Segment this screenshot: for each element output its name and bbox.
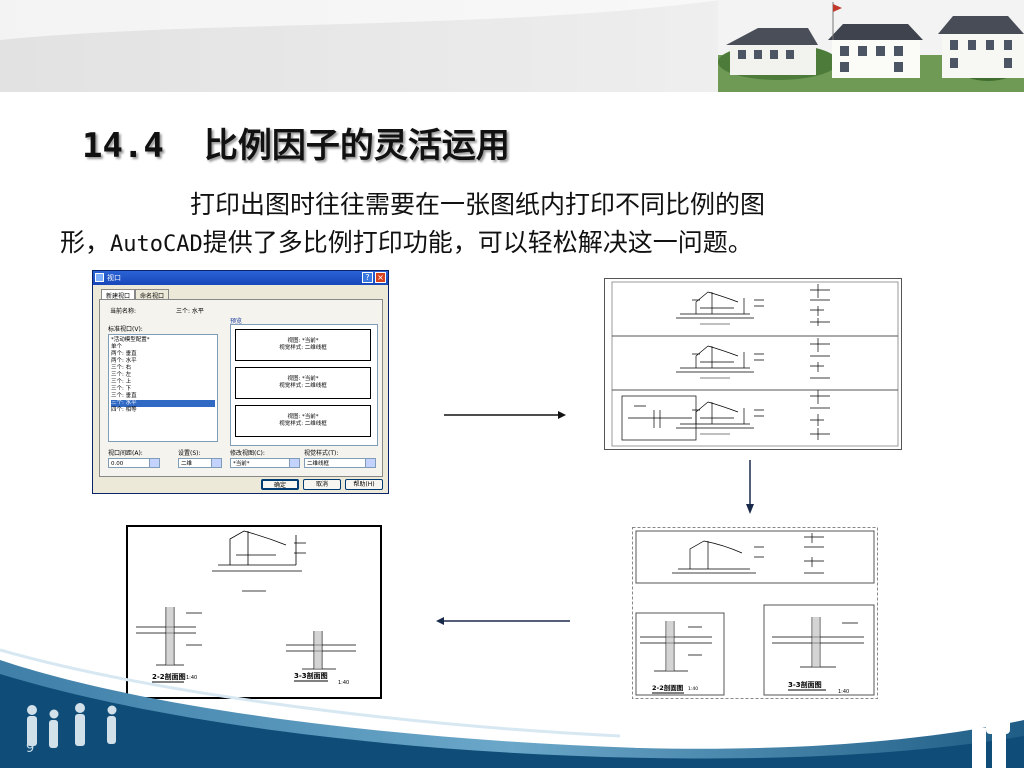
spacing-label: 视口间距(A):	[108, 450, 143, 457]
preview-viewport-3[interactable]: 视图: *当前* 视觉样式: 二维线框	[235, 405, 371, 437]
preview-area: 视图: *当前* 视觉样式: 二维线框 视图: *当前* 视觉样式: 二维线框 …	[230, 324, 378, 446]
layout-three-viewports	[604, 278, 902, 450]
ok-button[interactable]: 确定	[261, 479, 299, 490]
preview-viewport-1[interactable]: 视图: *当前* 视觉样式: 二维线框	[235, 329, 371, 361]
arrow-left	[436, 617, 570, 625]
list-item[interactable]: 两个: 垂直	[111, 351, 137, 357]
visual-style-select[interactable]: 二维线框	[304, 458, 376, 468]
chevron-down-icon[interactable]	[211, 459, 221, 467]
section-elevation	[676, 291, 764, 325]
presenter-silhouette-icon	[950, 676, 1010, 768]
list-item[interactable]: 三个: 下	[111, 386, 132, 392]
help-button[interactable]: 帮助(H)	[345, 479, 383, 490]
spinner-icon[interactable]	[149, 459, 159, 467]
help-icon[interactable]: ?	[362, 272, 373, 283]
list-item[interactable]: 三个: 水平	[111, 400, 215, 407]
app-icon	[95, 273, 104, 282]
change-view-select[interactable]: *当前*	[230, 458, 300, 468]
visual-style-value: 二维线框	[307, 461, 330, 467]
arrow-right	[444, 411, 566, 419]
list-item[interactable]: 两个: 水平	[111, 358, 137, 364]
preview-label: 预览	[230, 318, 243, 325]
current-name-label: 当前名称:	[110, 308, 137, 315]
close-icon[interactable]: ×	[375, 272, 386, 283]
paragraph-autocad: AutoCAD	[110, 232, 203, 257]
preview-view-text: 视图: *当前*	[287, 376, 319, 382]
list-item[interactable]: 单个	[111, 344, 123, 350]
list-item[interactable]: 三个: 上	[111, 379, 132, 385]
paragraph-line-2a: 形，	[60, 228, 111, 257]
section-3-3-label: 3-3剖面图	[788, 680, 822, 689]
preview-view-text: 视图: *当前*	[287, 338, 319, 344]
people-silhouette-icon	[27, 703, 117, 748]
setup-value: 二维	[181, 461, 193, 467]
adjusted-viewports: 2-2剖面图 1:40 3-3剖面图 1:40	[632, 527, 878, 699]
change-view-label: 修改视图(C):	[230, 450, 265, 457]
spacing-input[interactable]: 0.00	[108, 458, 160, 468]
preview-style-text: 视觉样式: 二维线框	[279, 383, 327, 389]
visual-style-label: 视觉样式(T):	[304, 450, 339, 457]
dialog-tabs: 新建视口 命名视口	[101, 289, 170, 301]
houses-photo	[718, 0, 1024, 92]
spacing-value: 0.00	[111, 461, 124, 467]
body-paragraph: 打印出图时往往需要在一张图纸内打印不同比例的图 形，AutoCAD提供了多比例打…	[60, 186, 990, 264]
chevron-down-icon[interactable]	[365, 459, 375, 467]
standard-viewports-label: 标准视口(V):	[108, 326, 143, 333]
title-text: 比例因子的灵活运用	[203, 126, 510, 166]
preview-style-text: 视觉样式: 二维线框	[279, 421, 327, 427]
list-item[interactable]: 三个: 右	[111, 365, 132, 371]
section-2-2-label: 2-2剖面图	[652, 683, 684, 692]
section-3-3-scale: 1:40	[338, 680, 349, 686]
list-item[interactable]: 三个: 垂直	[111, 393, 137, 399]
section-2-2-scale: 1:40	[186, 675, 197, 681]
standard-viewports-list[interactable]: *活动模型配置*单个两个: 垂直两个: 水平三个: 右三个: 左三个: 上三个:…	[108, 334, 218, 442]
setup-select[interactable]: 二维	[178, 458, 222, 468]
detail-column	[810, 284, 830, 440]
section-3-3-scale: 1:40	[838, 689, 849, 695]
current-name-value: 三个: 水平	[176, 308, 204, 315]
slide-title: 14.4 比例因子的灵活运用	[82, 118, 510, 167]
section-3-3-label: 3-3剖面图	[294, 671, 328, 680]
title-number: 14.4	[82, 126, 164, 166]
list-item[interactable]: *活动模型配置*	[111, 337, 150, 343]
tab-panel: 当前名称: 三个: 水平 标准视口(V): 预览 *活动模型配置*单个两个: 垂…	[99, 299, 383, 477]
section-2-2-scale: 1:40	[688, 686, 698, 692]
preview-view-text: 视图: *当前*	[287, 414, 319, 420]
preview-style-text: 视觉样式: 二维线框	[279, 345, 327, 351]
cancel-button[interactable]: 取消	[303, 479, 341, 490]
preview-viewport-2[interactable]: 视图: *当前* 视觉样式: 二维线框	[235, 367, 371, 399]
chevron-down-icon[interactable]	[289, 459, 299, 467]
bottom-wave-decoration: 9	[0, 648, 1024, 768]
paragraph-line-1: 打印出图时往往需要在一张图纸内打印不同比例的图	[190, 190, 766, 219]
list-item[interactable]: 三个: 左	[111, 372, 132, 378]
plotted-sheet: 2-2剖面图 1:40 3-3剖面图 1:40	[126, 525, 382, 699]
change-view-value: *当前*	[233, 461, 250, 467]
dialog-titlebar: 视口 ? ×	[93, 271, 388, 285]
tab-named-viewport[interactable]: 命名视口	[135, 289, 170, 301]
dialog-title: 视口	[107, 274, 121, 282]
paragraph-line-2c: 提供了多比例打印功能，可以轻松解决这一问题。	[202, 228, 753, 257]
tab-new-viewport[interactable]: 新建视口	[101, 289, 136, 301]
list-item[interactable]: 四个: 相等	[111, 407, 137, 413]
viewport-dialog: 视口 ? × 新建视口 命名视口 当前名称: 三个: 水平 标准视口(V): 预…	[92, 270, 389, 494]
section-2-2-label: 2-2剖面图	[152, 672, 186, 681]
page-number: 9	[26, 741, 34, 756]
arrow-down	[746, 460, 754, 514]
setup-label: 设置(S):	[178, 450, 201, 457]
